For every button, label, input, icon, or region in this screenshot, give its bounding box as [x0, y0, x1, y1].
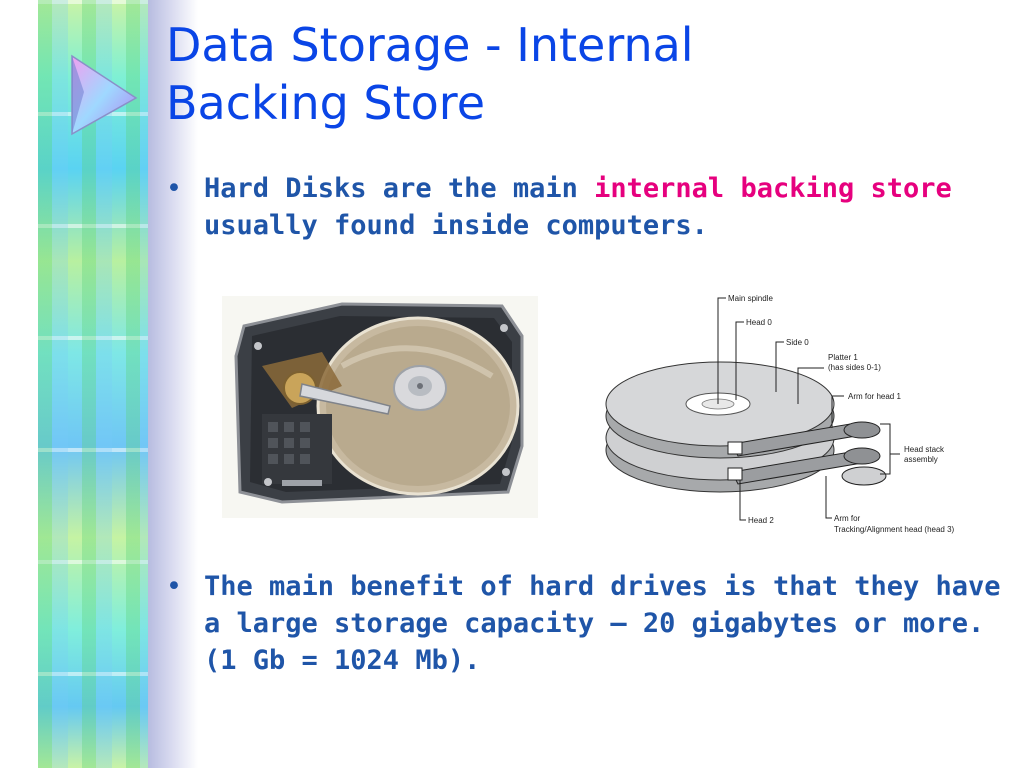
bullet-text: Hard Disks are the main internal backing… — [166, 170, 1006, 244]
bullet-item: • The main benefit of hard drives is tha… — [166, 568, 1006, 679]
label-head-2: Head 2 — [748, 516, 774, 525]
strip-band — [38, 0, 156, 768]
bullet-item: • Hard Disks are the main internal backi… — [166, 170, 1006, 244]
title-line-1: Data Storage - Internal — [166, 18, 694, 72]
bullet-dot-icon: • — [166, 571, 182, 602]
hard-disk-diagram: Main spindle Head 0 Side 0 Platter 1 (ha… — [605, 294, 955, 534]
hard-disk-photo — [222, 296, 538, 518]
decorative-strip — [0, 0, 200, 768]
label-head-0: Head 0 — [746, 318, 772, 327]
strip-shade — [148, 0, 198, 768]
bullet-dot-icon: • — [166, 173, 182, 204]
highlight-term: internal backing store — [594, 173, 952, 204]
label-main-spindle: Main spindle — [728, 294, 773, 303]
label-arm-tracking-head: Tracking/Alignment head (head 3) — [834, 525, 955, 534]
label-arm-tracking: Arm for — [834, 514, 861, 523]
title-line-2: Backing Store — [166, 76, 486, 130]
bullet-text: The main benefit of hard drives is that … — [204, 571, 1001, 676]
label-platter-1-sides: (has sides 0-1) — [828, 363, 881, 372]
bullet-text-end: usually found inside computers. — [204, 210, 708, 241]
triangle-play-icon — [71, 54, 138, 136]
bullet-text-start: Hard Disks are the main — [204, 173, 595, 204]
bullet-list-top: • Hard Disks are the main internal backi… — [166, 170, 1006, 244]
label-arm-head-1: Arm for head 1 — [848, 392, 901, 401]
bullet-list-bottom: • The main benefit of hard drives is tha… — [166, 568, 1006, 679]
label-side-0: Side 0 — [786, 338, 809, 347]
slide-title: Data Storage - Internal Backing Store — [166, 16, 996, 132]
label-platter-1: Platter 1 — [828, 353, 858, 362]
label-head-stack: Head stack — [904, 445, 945, 454]
label-head-stack-assembly: assembly — [904, 455, 938, 464]
